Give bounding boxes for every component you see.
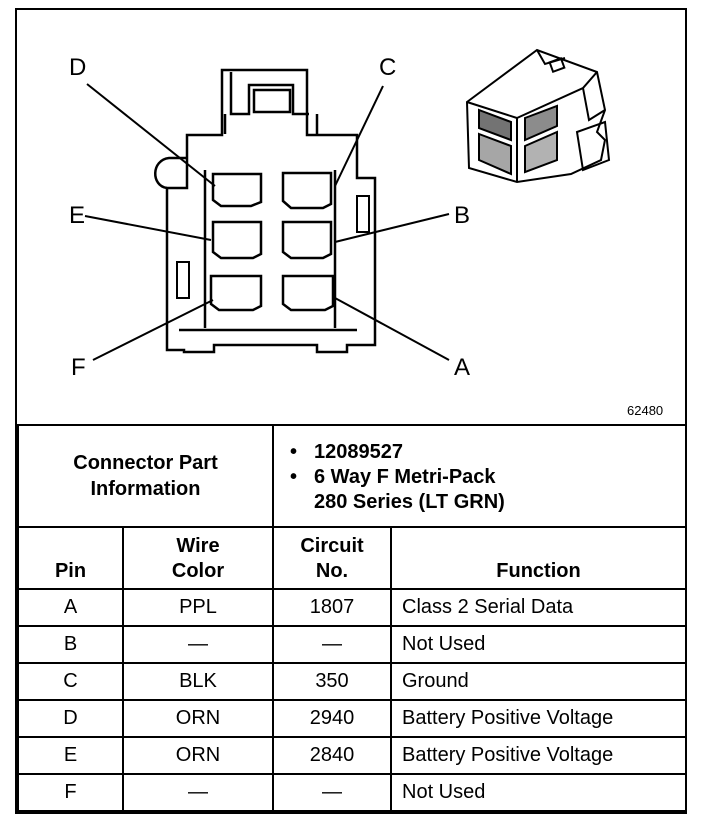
leader-d: [86, 83, 216, 187]
connector-part-info-label: Connector Part Information: [17, 424, 274, 528]
pin-label-a: A: [454, 354, 471, 381]
row-circuit: —: [272, 625, 392, 664]
part-description-line2: 280 Series (LT GRN): [314, 490, 505, 513]
connector-info-table: Connector Part Information •12089527 •6 …: [17, 424, 687, 812]
row-function: Not Used: [390, 625, 687, 664]
row-function: Battery Positive Voltage: [390, 699, 687, 738]
row-function: Battery Positive Voltage: [390, 736, 687, 775]
cavity-d: [211, 172, 263, 208]
row-circuit: 1807: [272, 588, 392, 627]
cavity-a: [281, 274, 335, 312]
connector-latch: [229, 72, 309, 116]
connector-part-info-row: Connector Part Information •12089527 •6 …: [17, 424, 687, 528]
part-description: •6 Way F Metri-Pack: [290, 465, 496, 488]
leader-b: [334, 213, 450, 243]
row-pin: F: [17, 773, 124, 812]
part-number: •12089527: [290, 440, 403, 463]
row-function: Class 2 Serial Data: [390, 588, 687, 627]
leader-a: [334, 297, 450, 361]
row-circuit: —: [272, 773, 392, 812]
row-wire-color: BLK: [122, 662, 274, 701]
pin-label-d: D: [69, 54, 87, 81]
connector-drawing: [84, 48, 611, 361]
table-row: B — — Not Used: [17, 625, 687, 664]
figure-number: 62480: [627, 403, 664, 418]
row-wire-color: ORN: [122, 699, 274, 738]
table-row: C BLK 350 Ground: [17, 662, 687, 701]
row-wire-color: PPL: [122, 588, 274, 627]
pin-label-b: B: [454, 202, 471, 229]
row-wire-color: —: [122, 773, 274, 812]
leader-f: [92, 299, 214, 361]
row-pin: B: [17, 625, 124, 664]
connector-latch-tab: [252, 88, 292, 114]
connector-isometric-view: [465, 48, 611, 184]
connector-side-bump: [154, 156, 187, 190]
pin-label-f: F: [71, 354, 86, 381]
row-wire-color: —: [122, 625, 274, 664]
table-row: D ORN 2940 Battery Positive Voltage: [17, 699, 687, 738]
table-row: E ORN 2840 Battery Positive Voltage: [17, 736, 687, 775]
connector-figure: D C E B F A 62480 Connector Part Informa…: [15, 8, 687, 814]
row-circuit: 2940: [272, 699, 392, 738]
row-function: Ground: [390, 662, 687, 701]
row-pin: D: [17, 699, 124, 738]
cavity-c: [281, 171, 333, 210]
cpi-label-line2: Information: [90, 478, 201, 500]
row-function: Not Used: [390, 773, 687, 812]
pin-label-c: C: [379, 54, 397, 81]
cavity-b: [281, 220, 333, 260]
cavity-f: [209, 274, 263, 312]
row-pin: E: [17, 736, 124, 775]
row-wire-color: ORN: [122, 736, 274, 775]
side-slot-right: [356, 195, 370, 233]
connector-part-info-values: •12089527 •6 Way F Metri-Pack 280 Series…: [272, 424, 687, 528]
side-slot-left: [176, 261, 190, 299]
cpi-label-line1: Connector Part: [73, 452, 218, 474]
cavity-e: [211, 220, 263, 260]
table-row: A PPL 1807 Class 2 Serial Data: [17, 588, 687, 627]
header-pin: Pin: [17, 526, 124, 590]
row-circuit: 350: [272, 662, 392, 701]
connector-body-outline: [165, 68, 377, 354]
connector-diagram: D C E B F A 62480: [17, 10, 685, 424]
leader-c: [334, 85, 384, 187]
pin-label-e: E: [69, 202, 86, 229]
row-pin: C: [17, 662, 124, 701]
header-function: Function: [390, 526, 687, 590]
row-circuit: 2840: [272, 736, 392, 775]
leader-e: [84, 215, 212, 241]
table-row: F — — Not Used: [17, 773, 687, 812]
row-pin: A: [17, 588, 124, 627]
